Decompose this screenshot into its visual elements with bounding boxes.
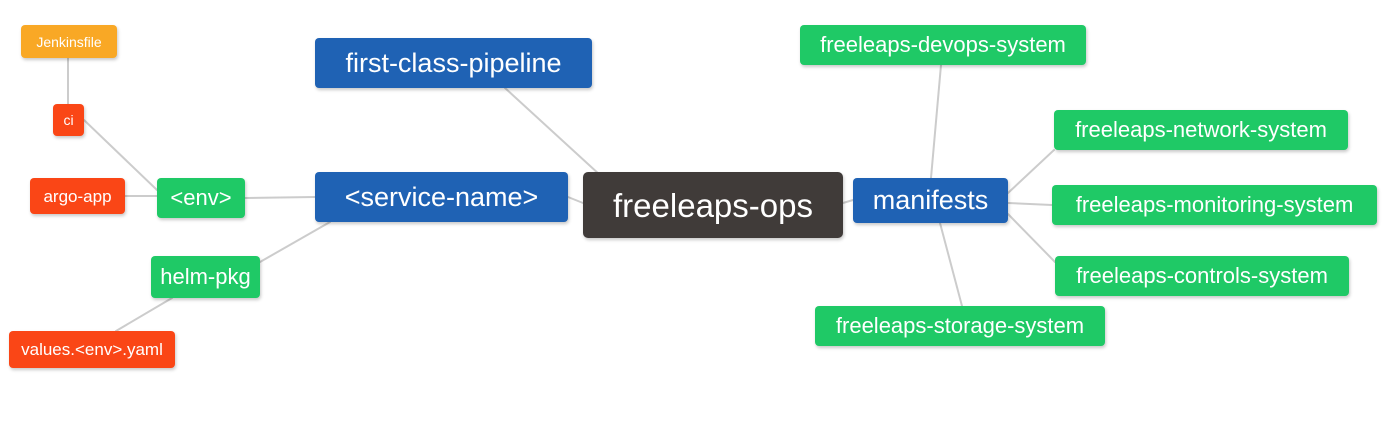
- node-label: freeleaps-storage-system: [835, 313, 1085, 338]
- node-freeleaps-network-system[interactable]: freeleaps-network-system: [1054, 110, 1348, 150]
- node-label: <env>: [170, 185, 232, 210]
- node-label: first-class-pipeline: [345, 47, 562, 78]
- node-helm-pkg[interactable]: helm-pkg: [151, 256, 260, 298]
- edge-freeleaps-ops-to-manifests: [842, 199, 854, 204]
- node-label: manifests: [872, 185, 989, 215]
- node-manifests[interactable]: manifests: [853, 178, 1008, 223]
- edge-manifests-to-freeleaps-controls-system: [1007, 213, 1056, 263]
- node-values-env-yaml[interactable]: values.<env>.yaml: [9, 331, 175, 368]
- node-label: freeleaps-network-system: [1075, 117, 1327, 142]
- node-label: freeleaps-devops-system: [820, 32, 1066, 57]
- edge-manifests-to-freeleaps-network-system: [1007, 149, 1055, 194]
- node-label: argo-app: [43, 186, 112, 206]
- node-freeleaps-ops[interactable]: freeleaps-ops: [583, 172, 843, 238]
- edge-manifests-to-freeleaps-monitoring-system: [1007, 202, 1053, 206]
- node-label: Jenkinsfile: [36, 33, 102, 50]
- node-freeleaps-controls-system[interactable]: freeleaps-controls-system: [1055, 256, 1349, 296]
- node-env[interactable]: <env>: [157, 178, 245, 218]
- node-freeleaps-devops-system[interactable]: freeleaps-devops-system: [800, 25, 1086, 65]
- node-ci[interactable]: ci: [53, 104, 84, 136]
- node-service-name[interactable]: <service-name>: [315, 172, 568, 222]
- node-label: helm-pkg: [160, 264, 251, 289]
- node-label: freeleaps-monitoring-system: [1075, 192, 1354, 217]
- node-argo-app[interactable]: argo-app: [30, 178, 125, 214]
- edge-service-name-to-helm-pkg: [259, 221, 331, 263]
- node-first-class-pipeline[interactable]: first-class-pipeline: [315, 38, 592, 88]
- edge-helm-pkg-to-values-env-yaml: [115, 297, 173, 332]
- node-label: freeleaps-ops: [613, 186, 813, 224]
- node-label: values.<env>.yaml: [21, 340, 163, 359]
- node-label: ci: [63, 112, 74, 128]
- node-freeleaps-storage-system[interactable]: freeleaps-storage-system: [815, 306, 1105, 346]
- node-jenkinsfile[interactable]: Jenkinsfile: [21, 25, 117, 58]
- node-label: freeleaps-controls-system: [1076, 263, 1328, 288]
- edge-manifests-to-freeleaps-devops-system: [930, 64, 942, 179]
- edge-manifests-to-freeleaps-storage-system: [939, 222, 963, 307]
- edge-freeleaps-ops-to-service-name: [567, 196, 584, 204]
- edge-freeleaps-ops-to-first-class-pipeline: [504, 87, 601, 176]
- edge-service-name-to-env: [244, 196, 316, 199]
- node-label: <service-name>: [344, 181, 539, 212]
- node-freeleaps-monitoring-system[interactable]: freeleaps-monitoring-system: [1052, 185, 1377, 225]
